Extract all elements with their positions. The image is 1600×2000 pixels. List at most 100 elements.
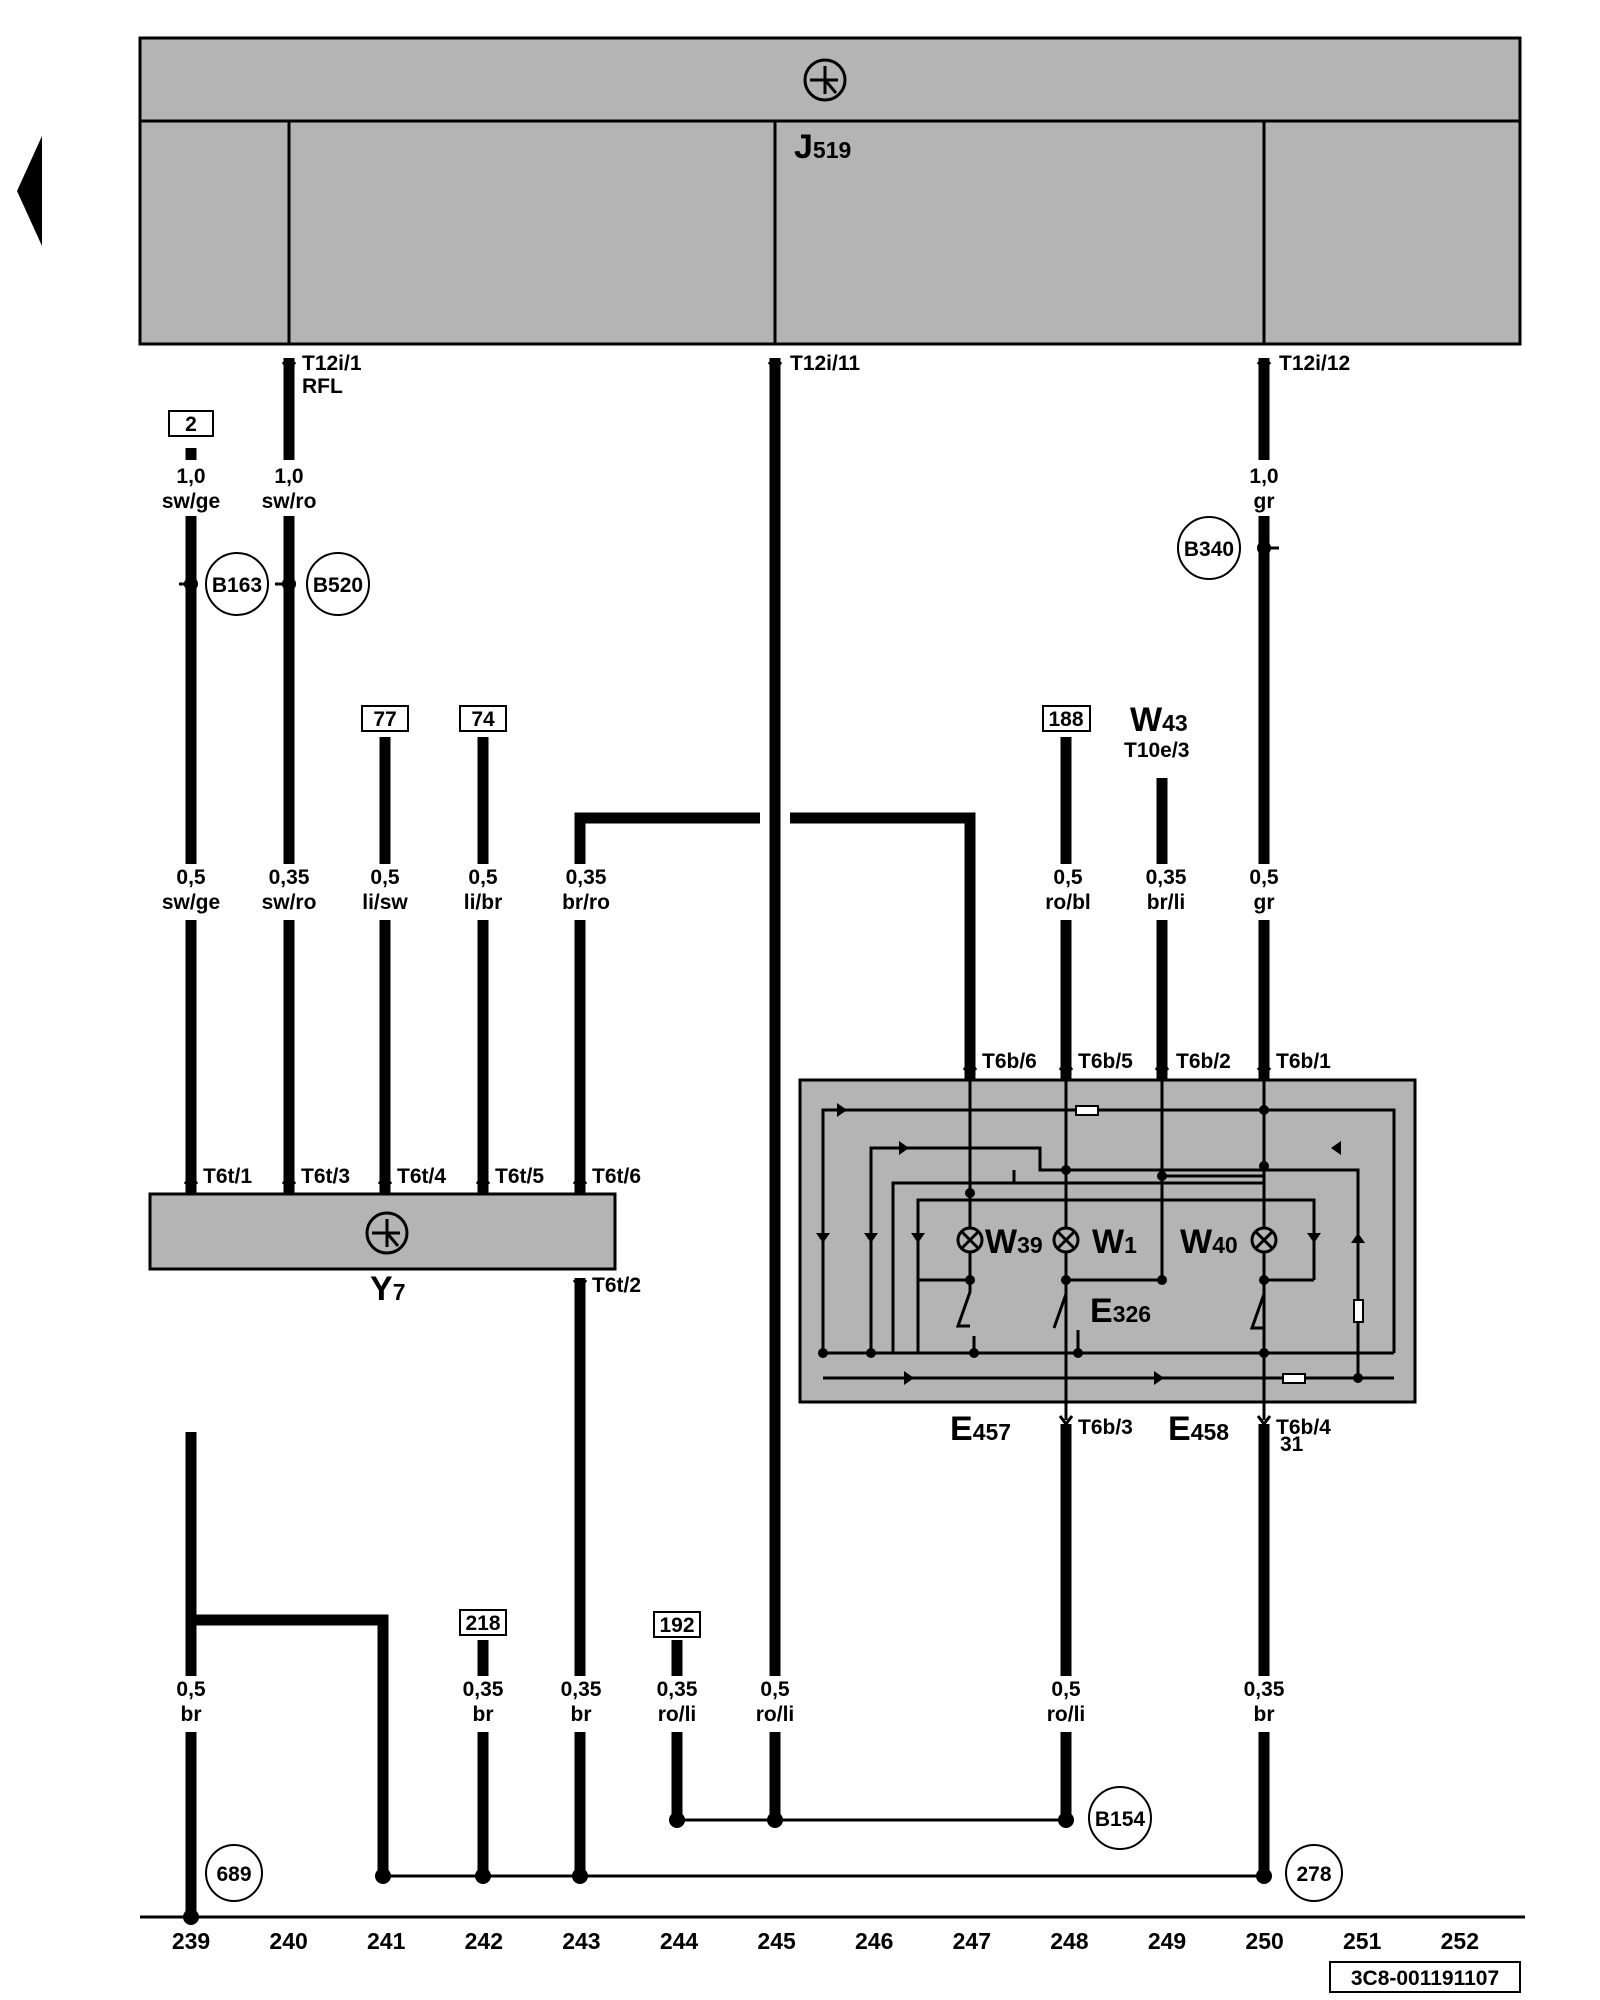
pin-t6t-3: T6t/3 bbox=[301, 1165, 350, 1188]
wire-size-5: 0,35 bbox=[269, 866, 310, 889]
pin-t6t-5: T6t/5 bbox=[495, 1165, 544, 1188]
pin-rfl: RFL bbox=[302, 375, 343, 398]
wire-color-11: gr bbox=[1254, 891, 1275, 914]
wire-color-16: ro/li bbox=[756, 1703, 795, 1726]
control-unit-j519: J519 bbox=[138, 36, 1522, 346]
conn-689: 689 bbox=[216, 1863, 251, 1886]
wire-size-2: 1,0 bbox=[274, 465, 303, 488]
wire-size-17: 0,5 bbox=[1051, 1678, 1081, 1701]
conn-b154: B154 bbox=[1095, 1808, 1146, 1831]
wire-size-9: 0,5 bbox=[1053, 866, 1083, 889]
wire-color-14: br bbox=[571, 1703, 592, 1726]
pin-arrows bbox=[183, 361, 1272, 1427]
wire-color-10: br/li bbox=[1147, 891, 1186, 914]
conn-278: 278 bbox=[1296, 1863, 1331, 1886]
w40-label: W40 bbox=[1180, 1223, 1238, 1261]
pin-t12i-1: T12i/1 bbox=[302, 352, 362, 375]
wire-size-15: 0,35 bbox=[657, 1678, 698, 1701]
electronic-module-icon bbox=[803, 58, 847, 102]
wires bbox=[140, 358, 1525, 1925]
pin-31: 31 bbox=[1280, 1433, 1304, 1456]
pin-t6t-6: T6t/6 bbox=[592, 1165, 641, 1188]
w1-label: W1 bbox=[1092, 1223, 1137, 1261]
ref-2: 2 bbox=[185, 413, 197, 436]
wire-color-8: br/ro bbox=[562, 891, 610, 914]
pin-t6b-4: T6b/4 bbox=[1276, 1416, 1331, 1439]
e326-label: E326 bbox=[1090, 1292, 1151, 1330]
switch-icon bbox=[955, 1280, 1266, 1353]
pin-t12i-12: T12i/12 bbox=[1279, 352, 1350, 375]
pin-t6t-2: T6t/2 bbox=[592, 1274, 641, 1297]
diode-icon bbox=[816, 1103, 1365, 1385]
column-number: 243 bbox=[562, 1928, 600, 1954]
wire-color-15: ro/li bbox=[658, 1703, 697, 1726]
wire-size-18: 0,35 bbox=[1244, 1678, 1285, 1701]
wire-color-18: br bbox=[1254, 1703, 1275, 1726]
column-number: 241 bbox=[367, 1928, 406, 1954]
pin-t6t-4: T6t/4 bbox=[397, 1165, 446, 1188]
wire-color-9: ro/bl bbox=[1045, 891, 1091, 914]
wire-color-4: sw/ge bbox=[162, 891, 220, 914]
wire-size-14: 0,35 bbox=[561, 1678, 602, 1701]
wire-size-7: 0,5 bbox=[468, 866, 498, 889]
triangle-left-icon[interactable] bbox=[17, 136, 42, 246]
pin-t6b-5: T6b/5 bbox=[1078, 1050, 1133, 1073]
wire-color-1: sw/ge bbox=[162, 490, 220, 513]
wire-size-1: 1,0 bbox=[176, 465, 205, 488]
column-number: 249 bbox=[1148, 1928, 1186, 1954]
conn-b340: B340 bbox=[1184, 538, 1234, 561]
column-number: 248 bbox=[1050, 1928, 1089, 1954]
wire-size-12: 0,5 bbox=[176, 1678, 206, 1701]
wire-size-16: 0,5 bbox=[760, 1678, 790, 1701]
lamp-icon bbox=[956, 1226, 1278, 1254]
pin-t6b-3: T6b/3 bbox=[1078, 1416, 1133, 1439]
pin-t6b-1: T6b/1 bbox=[1276, 1050, 1331, 1073]
pin-t6b-2: T6b/2 bbox=[1176, 1050, 1231, 1073]
connection-points: B163 B520 B340 B154 689 278 bbox=[179, 516, 1343, 1902]
ref-74: 74 bbox=[471, 708, 495, 731]
y7-label: Y7 bbox=[370, 1270, 405, 1308]
ref-192: 192 bbox=[659, 1614, 694, 1637]
pin-t12i-11: T12i/11 bbox=[790, 352, 860, 375]
column-number: 245 bbox=[757, 1928, 796, 1954]
column-number: 240 bbox=[269, 1928, 307, 1954]
wire-color-3: gr bbox=[1254, 490, 1275, 513]
wire-size-4: 0,5 bbox=[176, 866, 206, 889]
wire-color-17: ro/li bbox=[1047, 1703, 1086, 1726]
pin-t6b-6: T6b/6 bbox=[982, 1050, 1037, 1073]
j519-label: J519 bbox=[794, 128, 851, 166]
column-number: 239 bbox=[172, 1928, 210, 1954]
w43-label: W43 bbox=[1130, 701, 1188, 739]
column-number: 250 bbox=[1245, 1928, 1283, 1954]
wire-size-10: 0,35 bbox=[1146, 866, 1187, 889]
wire-size-6: 0,5 bbox=[370, 866, 400, 889]
wire-color-6: li/sw bbox=[362, 891, 408, 914]
electronic-module-icon bbox=[365, 1211, 409, 1255]
component-y7: Y7 bbox=[148, 1192, 617, 1308]
wire-color-7: li/br bbox=[464, 891, 503, 914]
switch-assembly: W39 W1 W40 E326 bbox=[798, 1078, 1417, 1420]
column-number: 252 bbox=[1441, 1928, 1479, 1954]
wire-color-2: sw/ro bbox=[262, 490, 317, 513]
pin-t6t-1: T6t/1 bbox=[203, 1165, 252, 1188]
e458-label: E458 bbox=[1168, 1410, 1229, 1448]
wire-color-12: br bbox=[181, 1703, 202, 1726]
wire-size-3: 1,0 bbox=[1249, 465, 1278, 488]
column-number: 244 bbox=[660, 1928, 699, 1954]
w43-pin: T10e/3 bbox=[1124, 739, 1189, 762]
conn-b520: B520 bbox=[313, 574, 363, 597]
document-id: 3C8-001191107 bbox=[1329, 1961, 1521, 1993]
ref-218: 218 bbox=[465, 1612, 500, 1635]
reference-boxes: 2 77 74 188 218 192 bbox=[168, 410, 1091, 1638]
column-number: 247 bbox=[953, 1928, 991, 1954]
conn-b163: B163 bbox=[212, 574, 262, 597]
wire-color-13: br bbox=[473, 1703, 494, 1726]
e457-label: E457 bbox=[950, 1410, 1011, 1448]
ref-77: 77 bbox=[373, 708, 396, 731]
wire-size-11: 0,5 bbox=[1249, 866, 1279, 889]
column-number: 242 bbox=[465, 1928, 503, 1954]
wire-color-5: sw/ro bbox=[262, 891, 317, 914]
w39-label: W39 bbox=[985, 1223, 1043, 1261]
column-number: 246 bbox=[855, 1928, 893, 1954]
